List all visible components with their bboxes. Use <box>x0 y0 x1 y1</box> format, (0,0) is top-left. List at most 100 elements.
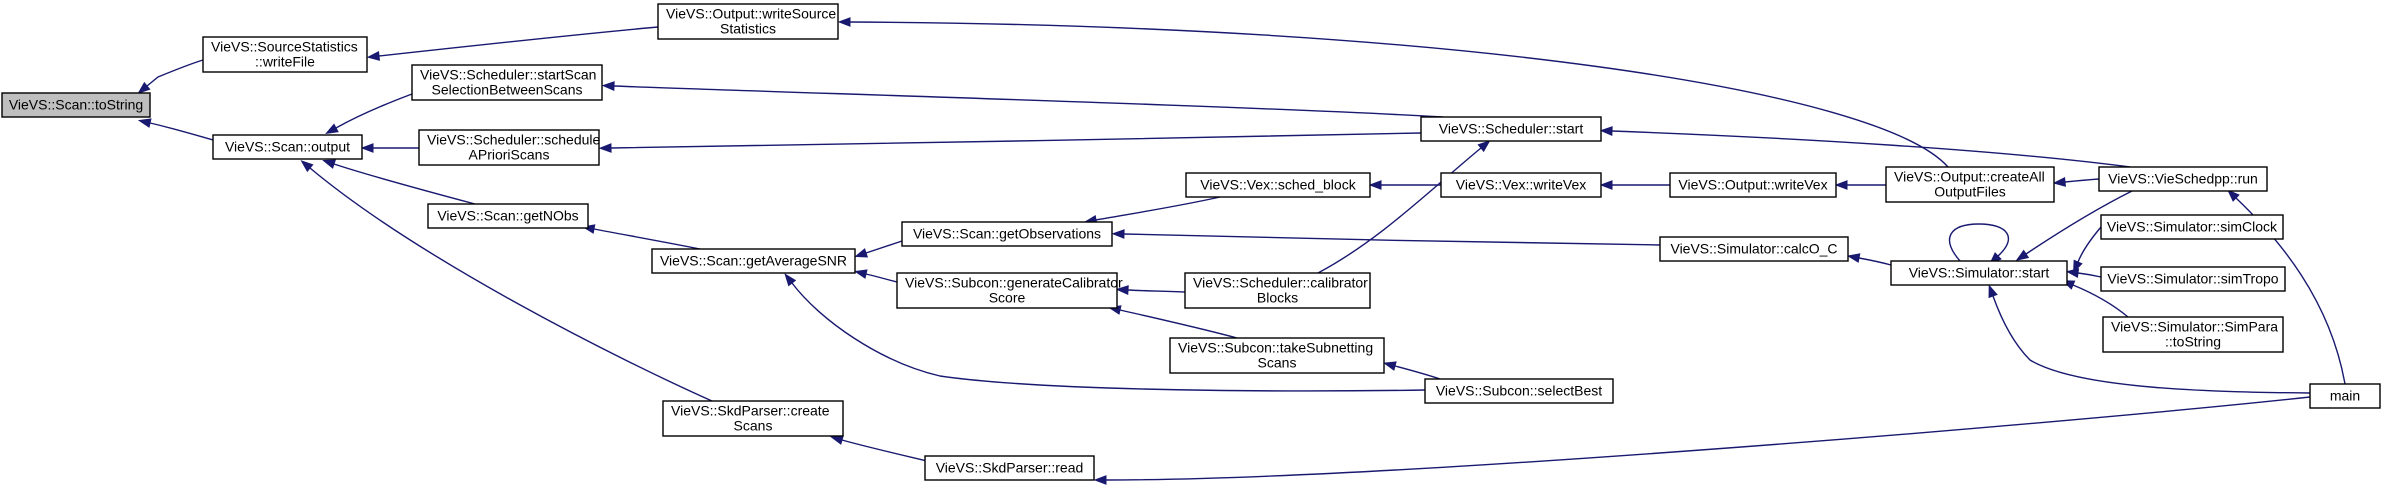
edge-line <box>1105 396 2311 481</box>
arrow-head <box>1988 284 1998 299</box>
edge-main-to-simStart <box>1988 284 2311 394</box>
node-startScanSel[interactable]: VieVS::Scheduler::startScanSelectionBetw… <box>411 64 603 101</box>
arrow-head <box>830 435 844 445</box>
node-calcOC[interactable]: VieVS::Simulator::calcO_C <box>1659 236 1849 262</box>
edge-line <box>149 122 214 141</box>
edge-output-to-toString <box>137 118 214 141</box>
node-label: Scans <box>734 418 773 434</box>
node-getAvgSNR[interactable]: VieVS::Scan::getAverageSNR <box>651 248 856 274</box>
node-box <box>1890 260 2068 286</box>
edge-line <box>309 167 713 402</box>
edge-vieRun-to-simStart <box>2015 190 2133 261</box>
node-output[interactable]: VieVS::Scan::output <box>212 134 363 160</box>
edge-line <box>2072 284 2129 318</box>
edge-calcOC-to-getObs <box>1111 229 1661 246</box>
node-label: VieVS::Scan::toString <box>9 97 143 113</box>
node-box <box>418 129 600 166</box>
edge-genCalib-to-getAvgSNR <box>853 269 898 283</box>
arrow-head <box>325 123 339 134</box>
node-simTropo[interactable]: VieVS::Simulator::simTropo <box>2100 266 2286 292</box>
node-getNObs[interactable]: VieVS::Scan::getNObs <box>427 203 589 229</box>
edge-simStart-to-simStart <box>1948 223 2010 265</box>
edge-line <box>1611 130 2131 168</box>
node-box <box>896 272 1118 309</box>
nodes-layer: VieVS::Scan::toString VieVS::SourceStatis… <box>1 3 2381 481</box>
node-selectBest[interactable]: VieVS::Subcon::selectBest <box>1424 378 1614 404</box>
edge-vexSched-to-getObs <box>1083 196 1221 225</box>
node-label: VieVS::Subcon::selectBest <box>1436 383 1602 399</box>
node-simPara[interactable]: VieVS::Simulator::SimPara::toString <box>2102 316 2284 353</box>
node-label: VieVS::Scan::output <box>225 139 350 155</box>
node-srcStatWrite[interactable]: VieVS::SourceStatistics::writeFile <box>202 36 368 73</box>
node-vieRun[interactable]: VieVS::VieSchedpp::run <box>2098 166 2268 192</box>
edge-line <box>1992 295 2311 394</box>
node-schedStart[interactable]: VieVS::Scheduler::start <box>1420 116 1602 142</box>
node-box <box>662 400 844 437</box>
node-label: VieVS::Vex::writeVex <box>1456 177 1586 193</box>
arrow-head <box>1383 361 1397 371</box>
node-main[interactable]: main <box>2309 383 2381 409</box>
edge-simStart-to-calcOC <box>1846 253 1892 266</box>
edge-line <box>849 21 1949 168</box>
edge-line <box>613 85 1444 118</box>
node-label: VieVS::Subcon::generateCalibrator <box>905 275 1123 291</box>
node-simClock[interactable]: VieVS::Simulator::simClock <box>2100 214 2284 240</box>
node-box <box>411 64 603 101</box>
edge-line <box>335 93 413 129</box>
node-label: VieVS::SourceStatistics <box>211 39 358 55</box>
edge-skdCreate-to-output <box>300 160 713 402</box>
node-label: VieVS::Output::createAll <box>1894 169 2045 185</box>
edge-line <box>610 132 1422 149</box>
edge-selectBest-to-takeSub <box>1383 361 1441 380</box>
node-box <box>2309 383 2381 409</box>
edge-schedCalib-to-schedStart <box>1317 140 1491 274</box>
node-label: VieVS::Scan::getNObs <box>437 208 578 224</box>
node-getObs[interactable]: VieVS::Scan::getObservations <box>901 221 1113 247</box>
node-box <box>1169 337 1385 374</box>
edge-schedCalib-to-genCalib <box>1115 285 1186 295</box>
edge-getObs-to-getAvgSNR <box>854 240 903 258</box>
node-box <box>1424 378 1614 404</box>
edge-startScanSel-to-output <box>325 93 413 134</box>
node-box <box>924 455 1095 481</box>
edge-simTropo-to-simStart <box>2065 268 2102 278</box>
edge-line <box>1394 365 1441 380</box>
edge-schedStart-to-startScanSel <box>601 81 1444 118</box>
node-box <box>1440 172 1602 198</box>
edge-line <box>593 228 701 250</box>
node-label: OutputFiles <box>1934 184 2006 200</box>
arrow-head <box>366 51 381 61</box>
arrow-head <box>137 118 152 128</box>
node-box <box>1184 272 1371 309</box>
node-label: VieVS::Simulator::calcO_C <box>1670 241 1837 257</box>
node-outWriteVex[interactable]: VieVS::Output::writeVex <box>1669 172 1837 198</box>
edge-line <box>333 163 476 205</box>
arrow-head <box>300 160 314 173</box>
node-label: VieVS::VieSchedpp::run <box>2108 171 2258 187</box>
node-label: VieVS::Simulator::SimPara <box>2111 319 2278 335</box>
arrow-head <box>2065 268 2080 278</box>
edge-vexWrite-to-vexSched <box>1368 180 1442 190</box>
node-toString[interactable]: VieVS::Scan::toString <box>1 92 151 118</box>
node-label: VieVS::Output::writeSource <box>666 6 836 22</box>
edge-outWriteVex-to-vexWrite <box>1599 180 1671 190</box>
arrow-head <box>1599 126 1613 136</box>
node-box <box>1185 172 1371 198</box>
node-simStart[interactable]: VieVS::Simulator::start <box>1890 260 2068 286</box>
node-skdRead[interactable]: VieVS::SkdParser::read <box>924 455 1095 481</box>
edge-getNObs-to-output <box>322 159 476 205</box>
arrow-head <box>837 17 851 27</box>
arrow-head <box>2015 249 2030 261</box>
node-label: APrioriScans <box>469 147 550 163</box>
node-vexWrite[interactable]: VieVS::Vex::writeVex <box>1440 172 1602 198</box>
node-label: ::writeFile <box>255 54 315 70</box>
node-vexSched[interactable]: VieVS::Vex::sched_block <box>1185 172 1371 198</box>
edge-schedApriori-to-output <box>360 143 419 153</box>
